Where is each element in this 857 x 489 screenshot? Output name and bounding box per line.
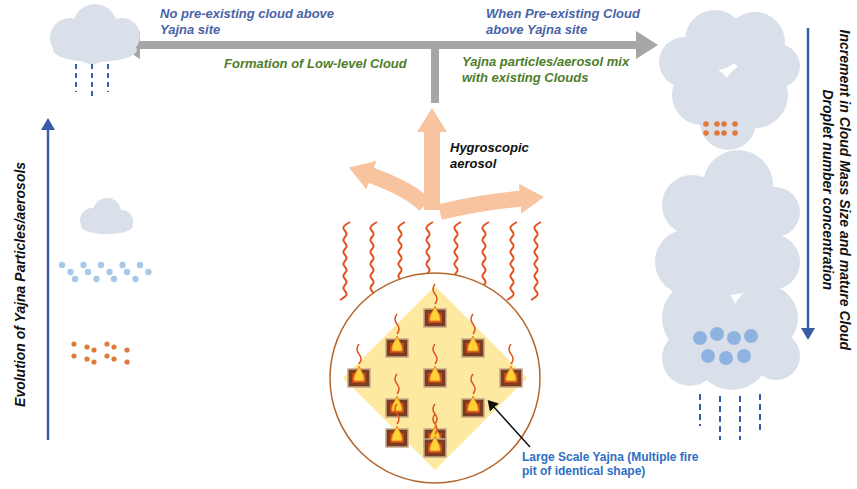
yajna-site-circle [330,273,540,483]
dot [124,347,129,352]
split-arrow [118,31,658,103]
dot [145,269,151,275]
dot [98,262,104,268]
dot [93,276,99,282]
dot [701,349,715,363]
dot [80,262,86,268]
fire-pit [386,404,408,447]
process-note: Yajna particles/aerosol mix with existin… [462,54,652,85]
yajna-particles [703,121,738,136]
aerosol-label: Hygroscopic aerosol [450,140,550,171]
dot [85,269,91,275]
dot [737,349,751,363]
increment-arrow [807,28,810,330]
axis-label: Evolution of Yajna Particles/aerosols [12,119,29,449]
dot [104,353,109,358]
cloud-droplets [693,327,758,365]
dot [119,262,125,268]
dot [744,329,758,343]
site-label: Large Scale Yajna (Multiple fire pit of … [522,450,712,479]
fire-pit [424,414,446,457]
pointer-arrow [493,406,530,447]
dot [137,262,143,268]
dot [714,121,720,127]
axis-label: Increment in Cloud Mass Size and mature … [819,25,853,355]
dot [71,353,76,358]
dot [714,130,720,136]
dot [124,269,130,275]
fire-pit [500,344,522,387]
rain [76,64,108,96]
dot [732,130,738,136]
dot [106,269,112,275]
scenario-heading: When Pre-existing Cloud above Yajna site [486,6,671,37]
dot [703,121,709,127]
fire-pit [462,374,484,417]
dot [84,344,89,349]
smoke-line [340,222,350,300]
scenario-heading: No pre-existing cloud above Yajna site [160,6,340,37]
dot [91,359,96,364]
fire-pit [424,344,446,387]
dot [710,327,724,341]
dot [727,331,741,345]
aerosol-arrows [362,122,530,212]
dot [104,341,109,346]
evolution-arrow [47,128,50,440]
dot [91,347,96,352]
dot [124,359,129,364]
smoke-line [507,222,517,300]
dot [693,331,707,345]
fire-pit [348,344,370,387]
fire-pit [386,314,408,357]
dot [72,276,78,282]
droplets [59,262,152,282]
dot [111,356,116,361]
yajna-ground [343,286,527,470]
forming-cloud [80,198,133,234]
process-note: Formation of Low-level Cloud [224,56,429,72]
dot [719,351,733,365]
fire-pits [348,284,522,457]
existing-cloud [659,10,800,150]
dot [721,121,727,127]
smoke-line [531,222,541,300]
dot [732,121,738,127]
smoke-line [367,222,377,300]
rain [700,394,760,440]
dot [721,130,727,136]
dot [111,344,116,349]
low-level-cloud [50,4,140,64]
dot [84,356,89,361]
dot [71,341,76,346]
dot [111,276,117,282]
mature-cloud [655,150,800,390]
fire-pit [462,314,484,357]
dot [59,262,65,268]
dot [703,130,709,136]
dot [67,269,73,275]
fire-pit [424,284,446,327]
fire-pit [386,374,408,417]
yajna-particles [71,341,129,364]
dot [132,276,138,282]
